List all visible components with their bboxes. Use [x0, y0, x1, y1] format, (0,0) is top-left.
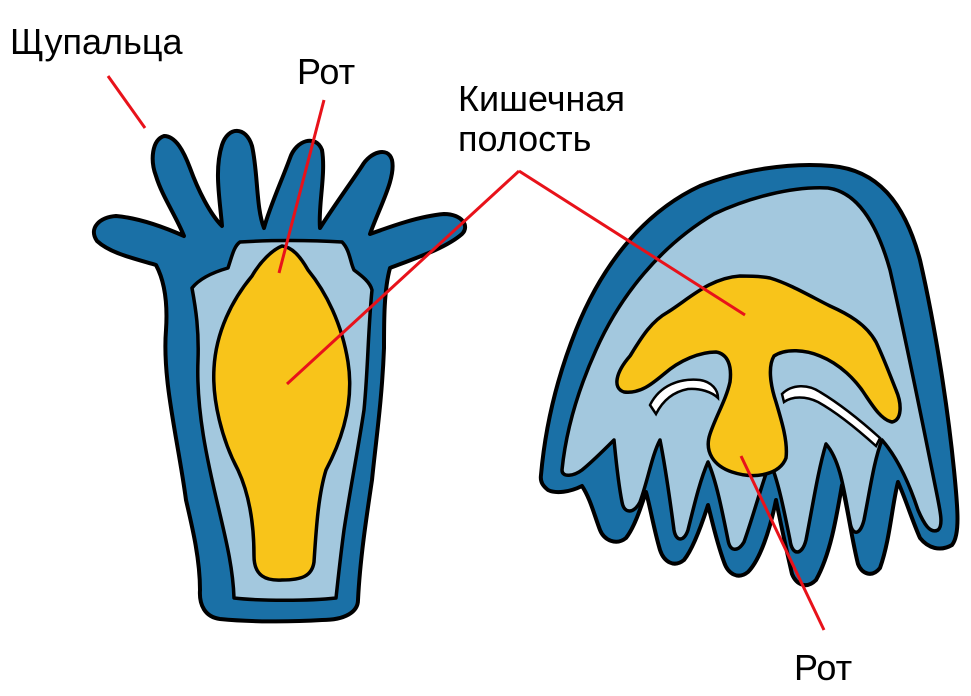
label-tentacles: Щупальца [10, 21, 183, 62]
medusa-gut-cavity [615, 274, 902, 478]
label-mouth-medusa: Рот [794, 647, 853, 688]
label-gut-cavity-line1: Кишечная [458, 78, 625, 119]
medusa-figure [538, 162, 960, 588]
polyp-figure [91, 128, 468, 624]
pointer-lines [106, 75, 826, 631]
label-gut-cavity: Кишечная полость [458, 79, 625, 159]
pointer-mouth-bottom [739, 455, 826, 631]
medusa-gap-right [780, 385, 882, 449]
pointer-mouth-top [277, 99, 326, 274]
pointer-cavity-medusa [518, 169, 746, 317]
pointer-tentacles [106, 75, 147, 129]
label-mouth-polyp: Рот [297, 51, 356, 92]
label-gut-cavity-line2: полость [458, 118, 592, 159]
medusa-gap-left [648, 378, 720, 417]
pointer-cavity-polyp [285, 169, 521, 386]
